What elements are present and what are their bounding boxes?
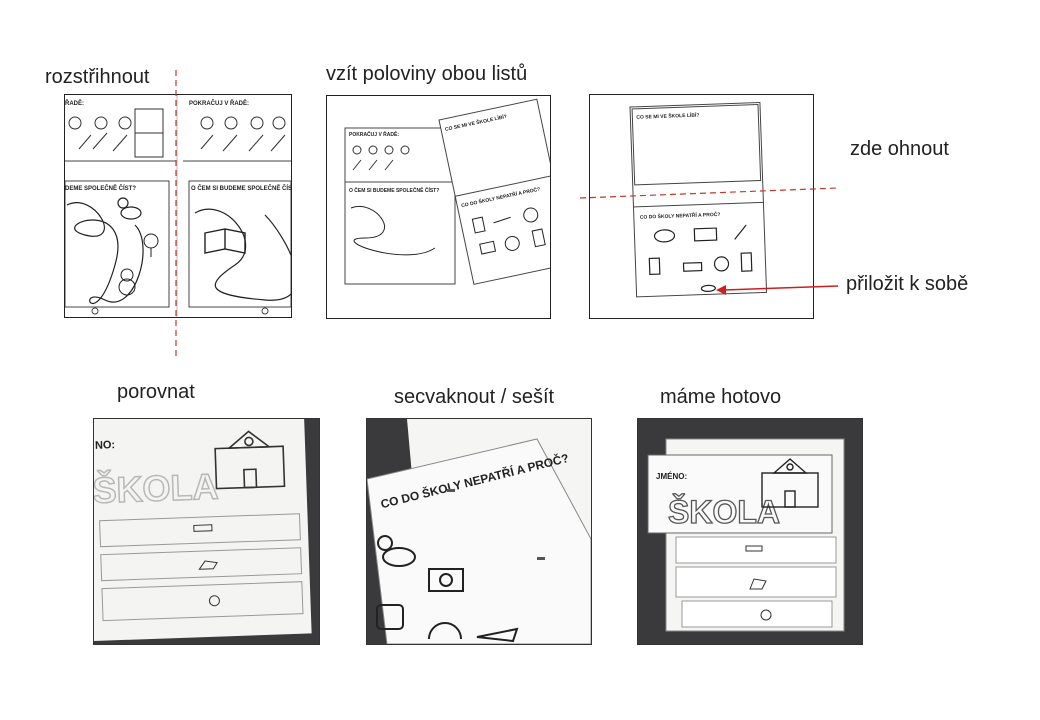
panel-cut-sheet: ŘADĚ: DEME SPOLEČNĚ ČÍST? POKRAČUJ V ŘAD…	[64, 94, 292, 318]
dog-icon	[377, 535, 416, 567]
apple-row-icon	[68, 116, 132, 152]
ws-read-together-small: O ČEM SI BUDEME SPOLEČNĚ ČÍST?	[349, 186, 439, 194]
step-label-compare: porovnat	[117, 381, 195, 403]
staple-marks	[447, 489, 545, 560]
money-icon	[428, 568, 464, 592]
shoe-icon	[749, 578, 767, 590]
shoe-icon	[198, 560, 218, 570]
headphones-icon	[428, 622, 462, 640]
pencil-icon	[193, 524, 213, 532]
apple-footer-icon	[91, 307, 269, 315]
school-building-icon	[214, 430, 286, 490]
cut-line	[175, 70, 177, 360]
worksheet-folded: CO SE MI VE ŠKOLE LÍBÍ? CO DO ŠKOLY NEPA…	[629, 101, 768, 298]
pencil-icon	[745, 545, 763, 552]
step-label-fold-here: zde ohnout	[850, 138, 949, 160]
teddy-bear-icon	[118, 268, 136, 296]
ws-continue-row-small: POKRAČUJ V ŘADĚ:	[349, 130, 399, 138]
knife-icon	[476, 627, 519, 643]
panel-two-halves: POKRAČUJ V ŘADĚ: O ČEM SI BUDEME SPOLEČN…	[326, 95, 551, 319]
book-icon	[204, 228, 246, 254]
ws-school-title-compare: ŠKOLA	[94, 465, 219, 511]
ws-read-together-cut: DEME SPOLEČNĚ ČÍST?	[65, 184, 136, 192]
panel-fold: CO SE MI VE ŠKOLE LÍBÍ? CO DO ŠKOLY NEPA…	[589, 94, 814, 319]
worksheet-half-back: POKRAČUJ V ŘADĚ: O ČEM SI BUDEME SPOLEČN…	[344, 127, 456, 285]
fold-line	[580, 187, 839, 199]
ws-school-title-done: ŠKOLA	[668, 494, 780, 530]
ws-continue-row-cut: ŘADĚ:	[65, 99, 84, 107]
photo-compare: NO: ŠKOLA	[93, 418, 320, 645]
photo-done: JMÉNO: ŠKOLA	[637, 418, 863, 645]
step-label-take-halves: vzít poloviny obou listů	[326, 63, 528, 85]
step-label-done: máme hotovo	[660, 386, 782, 408]
ws-name-label-done: JMÉNO:	[656, 472, 687, 481]
ws-read-together: O ČEM SI BUDEME SPOLEČNĚ ČÍST?	[191, 184, 291, 192]
apple-icon	[208, 595, 220, 607]
ws-name-label-compare: NO:	[95, 439, 116, 452]
arrow-put-together	[716, 285, 839, 295]
ws-like-school-fold: CO SE MI VE ŠKOLE LÍBÍ?	[636, 111, 699, 121]
step-label-put-together: přiložit k sobě	[846, 273, 969, 295]
ws-continue-row: POKRAČUJ V ŘADĚ:	[189, 99, 249, 107]
apple-icon	[760, 609, 772, 621]
dog-icon	[117, 197, 142, 220]
photo-staple: CO DO ŠKOLY NEPATŘÍ A PROČ?	[366, 418, 592, 645]
tree-icon	[143, 233, 159, 257]
step-label-cut: rozstřihnout	[45, 66, 150, 88]
game-console-icon	[376, 604, 404, 630]
school-building-icon	[761, 458, 819, 508]
worksheet-half-front: CO SE MI VE ŠKOLE LÍBÍ? CO DO ŠKOLY NEPA…	[438, 98, 550, 285]
step-label-staple-sew: secvaknout / sešít	[394, 386, 555, 408]
ws-not-belong-fold: CO DO ŠKOLY NEPATŘÍ A PROČ?	[640, 210, 721, 221]
